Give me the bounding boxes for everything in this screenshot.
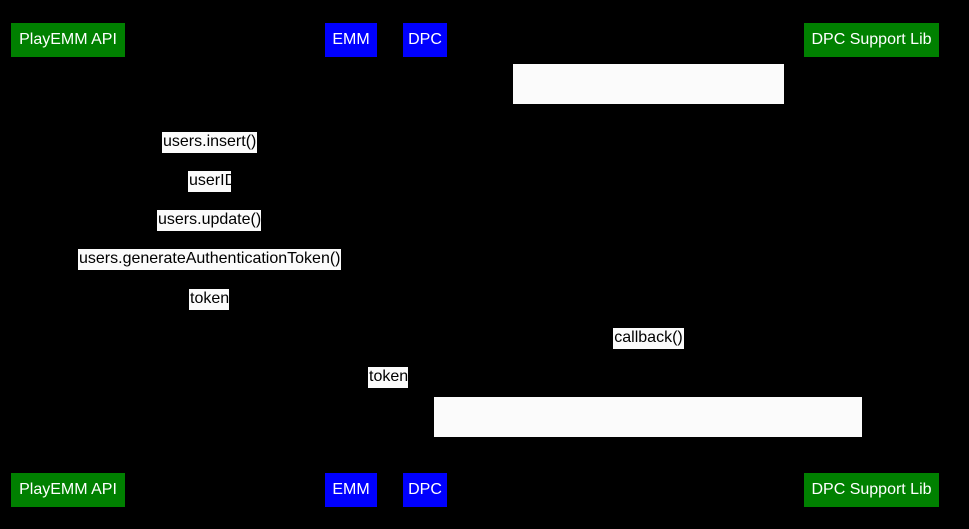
message-line-2: .addAndroidForWorkAccount(token, account…: [435, 498, 863, 515]
participant-bottom-dpc[interactable]: DPC: [403, 473, 447, 507]
participant-label: EMM: [332, 31, 370, 48]
message-label-token-1: token: [189, 289, 229, 310]
participant-label: EMM: [332, 481, 370, 498]
message-label-users-insert: users.insert(): [162, 132, 257, 153]
participant-label: DPC Support Lib: [811, 31, 932, 48]
participant-top-playemm-api[interactable]: PlayEMM API: [11, 23, 125, 57]
participant-label: PlayEMM API: [19, 31, 117, 48]
message-line-2: .ensureWorkingEnvironment(callback): [514, 165, 785, 182]
participant-top-emm[interactable]: EMM: [325, 23, 377, 57]
participant-top-dpc[interactable]: DPC: [403, 23, 447, 57]
participant-label: PlayEMM API: [19, 481, 117, 498]
message-label-add-android-for-work-account: androidForWorkAccountSupport .addAndroid…: [434, 397, 863, 515]
participant-label: DPC: [408, 31, 442, 48]
message-label-users-update: users.update(): [157, 210, 261, 231]
participant-top-dpc-support-lib[interactable]: DPC Support Lib: [804, 23, 939, 57]
message-line-1: androidForWorkAccountSupport: [533, 438, 763, 455]
participant-bottom-emm[interactable]: EMM: [325, 473, 377, 507]
participant-label: DPC: [408, 481, 442, 498]
participant-bottom-playemm-api[interactable]: PlayEMM API: [11, 473, 125, 507]
message-line-1: androidForWorkAccountSupport: [534, 105, 763, 122]
message-label-callback: callback(): [613, 328, 684, 349]
message-label-ensure-working-environment: androidForWorkAccountSupport .ensureWork…: [513, 64, 784, 182]
participant-bottom-dpc-support-lib[interactable]: DPC Support Lib: [804, 473, 939, 507]
participant-label: DPC Support Lib: [811, 481, 932, 498]
message-label-token-2: token: [368, 367, 408, 388]
message-label-user-id: userID: [188, 171, 236, 192]
message-label-users-generate-authentication-token: users.generateAuthenticationToken(): [78, 249, 341, 270]
